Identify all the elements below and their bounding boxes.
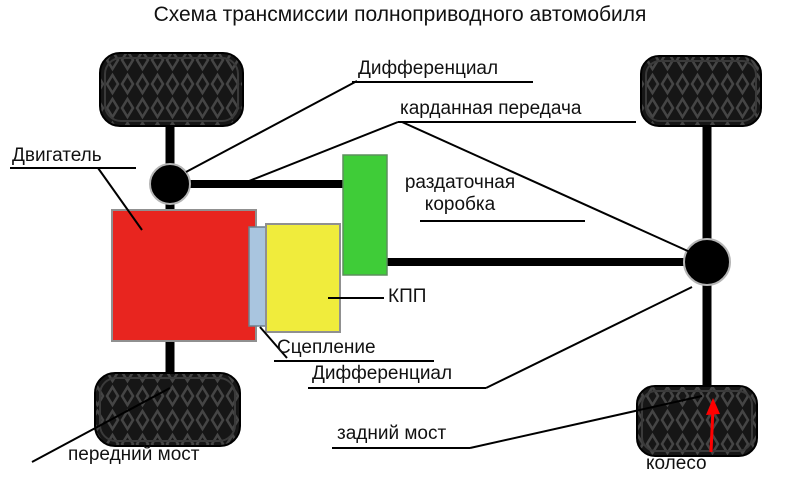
label-differential-front: Дифференциал bbox=[358, 58, 499, 79]
pointer-clutch bbox=[259, 326, 288, 359]
label-transfer-case: раздаточная коробка bbox=[404, 172, 516, 215]
front-differential bbox=[149, 163, 191, 205]
label-gearbox: КПП bbox=[388, 286, 427, 307]
pointer-cardan-rear bbox=[401, 121, 691, 253]
label-rear-axle: задний мост bbox=[337, 423, 447, 444]
wheel-arrow-line bbox=[709, 407, 715, 453]
pointer-cardan-front bbox=[248, 121, 399, 182]
pointer-front-axle bbox=[31, 387, 171, 463]
label-differential-rear: Дифференциал bbox=[312, 363, 453, 384]
pointer-differential-front bbox=[185, 80, 358, 173]
engine-block bbox=[111, 209, 257, 342]
label-engine: Двигатель bbox=[12, 145, 102, 166]
label-cardan-shaft: карданная передача bbox=[400, 98, 582, 119]
page-title: Схема трансмиссии полноприводного автомо… bbox=[153, 3, 647, 26]
label-front-axle: передний мост bbox=[68, 444, 200, 465]
annotation-lines bbox=[10, 80, 703, 463]
rear-differential bbox=[683, 238, 731, 286]
wheel-front-top bbox=[99, 52, 244, 127]
wheel-front-bottom bbox=[94, 372, 241, 447]
wheel-rear-top bbox=[640, 55, 762, 127]
pointer-differential-rear bbox=[485, 286, 693, 389]
pointer-rear-axle bbox=[469, 395, 703, 449]
transfer-case-block bbox=[342, 154, 388, 276]
label-clutch: Сцепление bbox=[277, 337, 376, 358]
gearbox-block bbox=[265, 223, 341, 333]
wheel-arrow-head bbox=[706, 398, 720, 415]
label-wheel: колесо bbox=[646, 453, 707, 474]
pointer-engine bbox=[97, 167, 143, 231]
